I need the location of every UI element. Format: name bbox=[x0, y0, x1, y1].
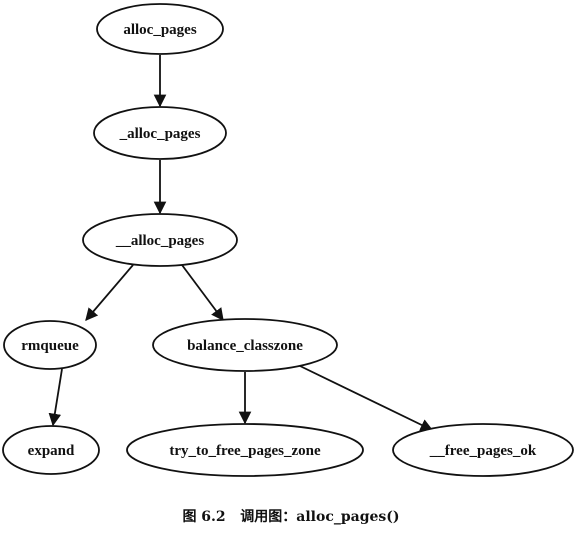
node-label-underscore-alloc-pages: _alloc_pages bbox=[119, 126, 201, 142]
node-balance-classzone[interactable]: balance_classzone bbox=[152, 318, 338, 372]
edge-__alloc_pages-to-balance_classzone bbox=[181, 264, 224, 322]
node-label-try-to-free-pages-zone: try_to_free_pages_zone bbox=[169, 443, 321, 459]
node-label-free-pages-ok: __free_pages_ok bbox=[429, 443, 537, 459]
node-label-double-underscore-alloc-pages: __alloc_pages bbox=[115, 233, 204, 249]
edges bbox=[48, 55, 434, 431]
node-label-alloc-pages: alloc_pages bbox=[123, 22, 196, 38]
call-graph-diagram: alloc_pages _alloc_pages __alloc_pages r… bbox=[2, 3, 574, 477]
node-expand[interactable]: expand bbox=[2, 425, 100, 475]
node-alloc-pages[interactable]: alloc_pages bbox=[96, 3, 224, 55]
node-free-pages-ok[interactable]: __free_pages_ok bbox=[392, 423, 574, 477]
node-label-balance-classzone: balance_classzone bbox=[187, 338, 303, 354]
node-try-to-free-pages-zone[interactable]: try_to_free_pages_zone bbox=[126, 423, 364, 477]
node-underscore-alloc-pages[interactable]: _alloc_pages bbox=[93, 106, 227, 160]
node-label-rmqueue: rmqueue bbox=[21, 338, 79, 354]
node-rmqueue[interactable]: rmqueue bbox=[3, 320, 97, 370]
node-label-expand: expand bbox=[28, 443, 75, 459]
edge-balance_classzone-to-__free_pages_ok bbox=[299, 365, 434, 431]
edge-rmqueue-to-expand bbox=[48, 368, 63, 427]
node-double-underscore-alloc-pages[interactable]: __alloc_pages bbox=[82, 213, 238, 267]
edge-__alloc_pages-to-rmqueue bbox=[85, 264, 134, 321]
figure-caption: 图 6.2 调用图：alloc_pages() bbox=[182, 509, 400, 525]
